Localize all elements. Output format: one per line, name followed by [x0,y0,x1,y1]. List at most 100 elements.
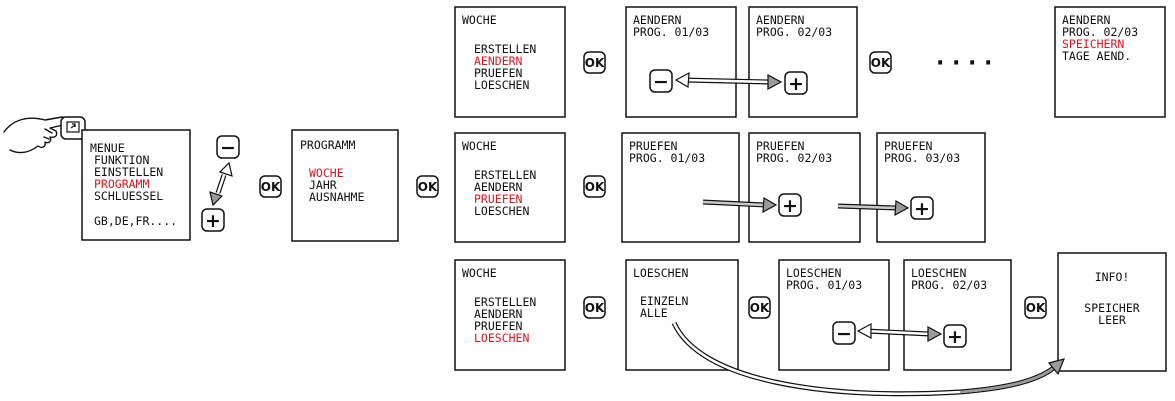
pruefen-2-text: PRUEFEN PROG. 02/03 [756,139,832,165]
minus-icon: − [836,323,852,345]
ellipsis: · · · · [936,51,992,76]
aendern-2-text: AENDERN PROG. 02/03 [756,13,832,39]
screen-loeschen-1 [778,259,890,371]
screen-title: WOCHE [462,266,497,280]
menu-line: FUNKTION [94,153,149,167]
screen-woche-aendern [454,6,566,118]
screen-line: PROG. 02/03 [1062,25,1138,39]
minus-button[interactable]: − [649,69,673,93]
ok-button[interactable]: OK [416,175,439,198]
menu-line: EINSTELLEN [94,165,163,179]
screen-title: WOCHE [462,13,497,27]
ok-button[interactable]: OK [583,51,606,74]
screen-line: AENDERN [1062,13,1111,27]
flow-arrows [209,71,1066,397]
screen-line: LOESCHEN [911,266,966,280]
ok-label: OK [418,180,438,194]
screen-aendern-1 [625,6,737,118]
woche-line: ERSTELLEN [474,295,536,309]
screen-pruefen-2 [748,132,861,243]
screen-title: PROGRAMM [300,138,355,152]
pruefen-3-text: PRUEFEN PROG. 03/03 [884,139,960,165]
loeschen-1-text: LOESCHEN PROG. 01/03 [786,266,862,292]
ok-label: OK [1026,301,1046,315]
pruefen-1-text: PRUEFEN PROG. 01/03 [629,139,705,165]
woche-line: LOESCHEN [474,204,529,218]
ok-button[interactable]: OK [583,175,606,198]
pointing-hand-icon [3,116,67,154]
plus-button[interactable]: + [778,193,802,217]
ok-button[interactable]: OK [748,296,771,319]
screen-title: WOCHE [462,139,497,153]
screen-pruefen-3 [876,132,986,243]
woche-line: ERSTELLEN [474,168,536,182]
info-line: LEER [1098,313,1126,327]
plus-icon: + [788,73,804,95]
screen-loeschen-2 [903,259,1012,371]
woche-line-selected: PRUEFEN [474,192,523,206]
ok-label: OK [750,301,770,315]
screen-line: PRUEFEN [884,139,933,153]
plus-button[interactable]: + [784,71,808,95]
screen-loeschen [625,259,739,371]
ok-label: OK [261,180,281,194]
screen-line: PROG. 02/03 [756,25,832,39]
screen-line: PROG. 01/03 [633,25,709,39]
plus-button[interactable]: + [910,196,934,220]
plus-icon: + [947,326,963,348]
woche-line: LOESCHEN [474,78,529,92]
woche-line-selected: AENDERN [474,54,523,68]
ok-button[interactable]: OK [583,296,606,319]
info-title: INFO! [1095,270,1130,284]
plus-button[interactable]: + [943,324,967,348]
screen-aendern-2 [748,6,858,118]
screen-line: PROG. 02/03 [911,278,987,292]
screen-menu [81,129,191,241]
screen-line: LOESCHEN [786,266,841,280]
screen-title: LOESCHEN [633,266,688,280]
menu-key-icon[interactable] [60,116,86,140]
minus-icon: − [653,71,669,93]
woche-line: PRUEFEN [474,319,523,333]
screen-woche-pruefen [454,132,566,243]
screen-woche-loeschen [454,259,566,371]
loeschen-line: ALLE [640,306,668,320]
programm-line: AUSNAHME [309,190,364,204]
screen-line: TAGE AEND. [1062,49,1131,63]
screen-info [1057,252,1167,372]
ok-label: OK [585,301,605,315]
ok-button[interactable]: OK [259,175,282,198]
screen-line: PROG. 02/03 [756,151,832,165]
woche-aendern-text: WOCHE ERSTELLEN AENDERN PRUEFEN LOESCHEN [462,13,536,92]
loeschen-line: EINZELN [640,294,689,308]
plus-icon: + [205,210,221,232]
ok-button[interactable]: OK [869,51,892,74]
plus-button[interactable]: + [201,208,225,232]
programm-line-selected: WOCHE [309,166,344,180]
menu-line: MENUE [90,141,125,155]
screen-programm [291,129,399,242]
aendern-final-text: AENDERN PROG. 02/03 SPEICHERN TAGE AEND. [1062,13,1138,63]
screen-line: PRUEFEN [756,139,805,153]
woche-line: PRUEFEN [474,66,523,80]
menu-line: SCHLUESSEL [94,189,163,203]
screen-line: PROG. 01/03 [629,151,705,165]
ok-button[interactable]: OK [1024,296,1047,319]
screen-line: PROG. 01/03 [786,278,862,292]
screen-aendern-final [1054,6,1166,118]
plus-icon: + [782,195,798,217]
menu-line: GB,DE,FR.... [94,214,177,228]
ok-label: OK [871,56,891,70]
screen-line: AENDERN [633,13,682,27]
screen-line-selected: SPEICHERN [1062,37,1124,51]
loeschen-2-text: LOESCHEN PROG. 02/03 [911,266,987,292]
aendern-1-text: AENDERN PROG. 01/03 [633,13,709,39]
screen-line: AENDERN [756,13,805,27]
minus-button[interactable]: − [216,135,240,159]
menu-screen-text: MENUE FUNKTION EINSTELLEN PROGRAMM SCHLU… [90,141,177,228]
woche-line-selected: LOESCHEN [474,331,529,345]
loeschen-text: LOESCHEN EINZELN ALLE [633,266,689,320]
screen-line: PRUEFEN [629,139,678,153]
minus-button[interactable]: − [832,321,856,345]
